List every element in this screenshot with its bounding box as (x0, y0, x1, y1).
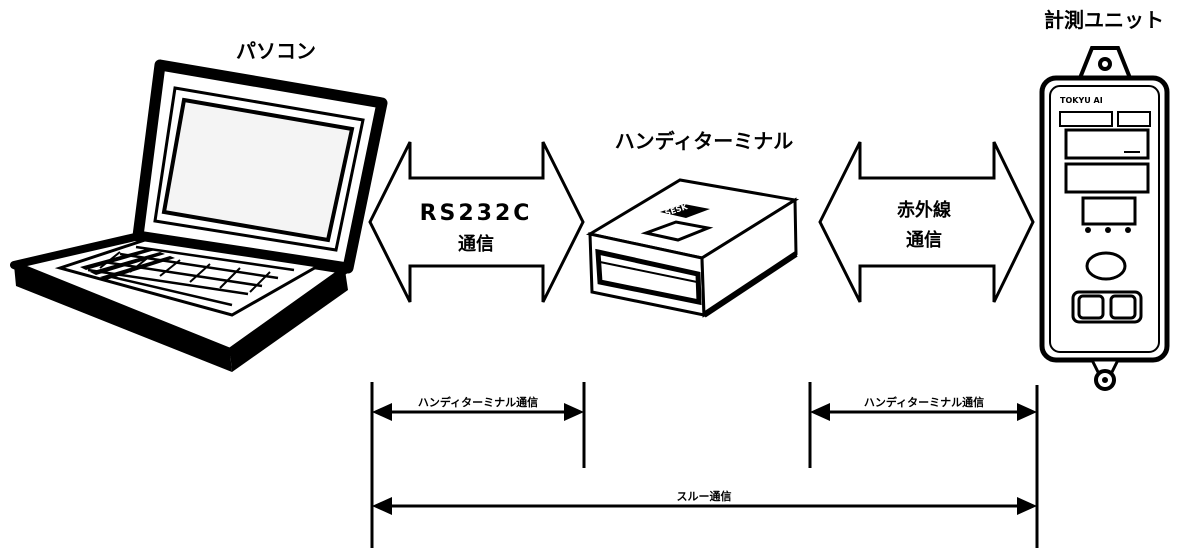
measurement-unit-icon (1039, 46, 1170, 391)
measurement-unit-brand: TOKYU AI (1060, 96, 1103, 105)
left-range-label: ハンディターミナル通信 (418, 395, 538, 409)
through-range-label: スルー通信 (677, 489, 732, 503)
laptop-icon (10, 59, 388, 372)
infrared-double-arrow (818, 141, 1035, 303)
measurement-unit-label: 計測ユニット (1044, 8, 1164, 32)
right-range-arrow (810, 403, 1037, 421)
through-range-arrow (372, 497, 1037, 515)
pc-label: パソコン (236, 39, 316, 63)
left-range-arrow (372, 403, 584, 421)
range-guide-lines (370, 382, 1039, 548)
rs232c-label-line2: 通信 (458, 233, 494, 255)
handy-terminal-label: ハンディターミナル (615, 129, 794, 153)
infrared-label-line2: 通信 (906, 229, 942, 251)
rs232c-double-arrow (368, 141, 585, 303)
rs232c-label-line1: RS232C (420, 201, 533, 226)
right-range-label: ハンディターミナル通信 (864, 395, 984, 409)
infrared-label-line1: 赤外線 (897, 199, 951, 221)
handy-terminal-icon (585, 178, 800, 318)
